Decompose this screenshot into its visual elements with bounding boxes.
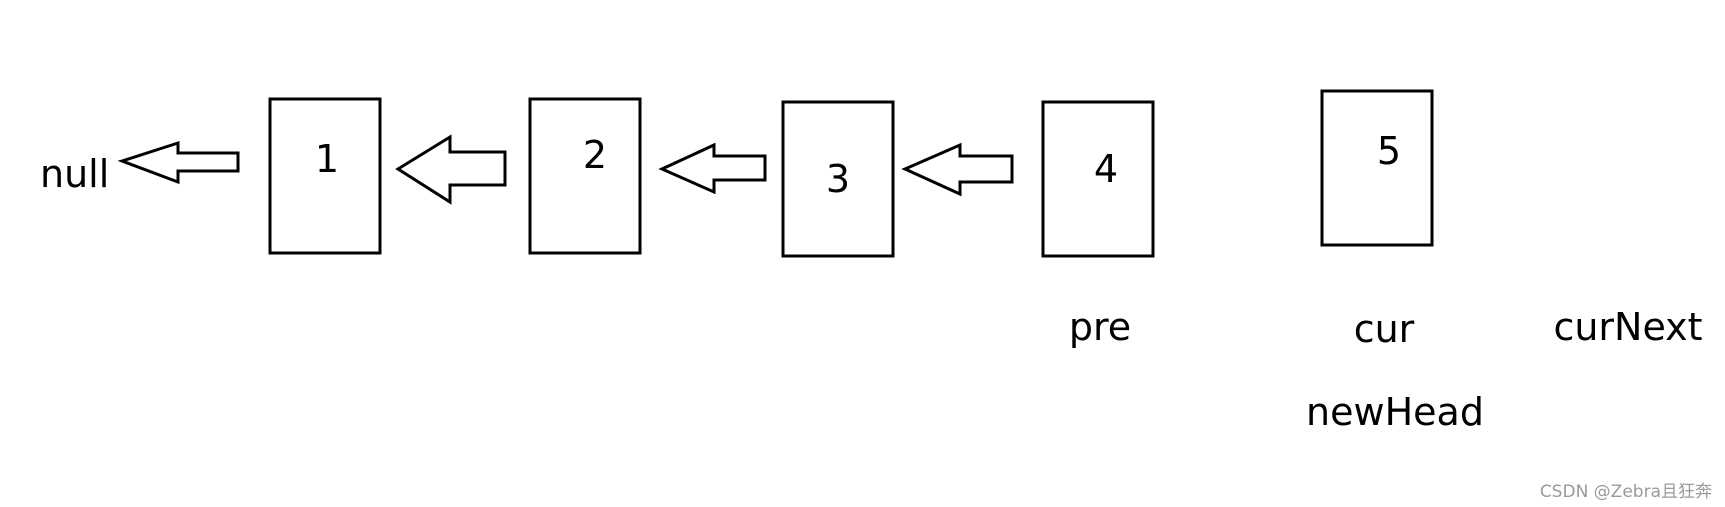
- new-head-label: newHead: [1306, 390, 1484, 434]
- node-4-value: 4: [1094, 147, 1118, 191]
- arrow-node4-to-node3: [901, 142, 1014, 197]
- node-3-value: 3: [826, 157, 850, 201]
- arrow-node2-to-node1: [395, 134, 507, 205]
- node-5: 5: [1320, 89, 1434, 247]
- node-2: 2: [528, 97, 642, 255]
- node-2-box: [528, 97, 642, 255]
- node-1: 1: [268, 97, 382, 255]
- node-5-box: [1320, 89, 1434, 247]
- node-2-value: 2: [583, 133, 607, 177]
- node-4-box: [1041, 100, 1155, 258]
- pre-label: pre: [1069, 305, 1131, 349]
- cur-label: cur: [1354, 307, 1415, 351]
- arrow-node1-to-null: [117, 140, 240, 185]
- cur-next-label: curNext: [1553, 305, 1702, 349]
- null-label: null: [40, 152, 109, 196]
- watermark-text: CSDN @Zebra且狂奔: [1540, 482, 1712, 502]
- node-3-box: [781, 100, 895, 258]
- node-1-value: 1: [315, 137, 339, 181]
- node-3: 3: [781, 100, 895, 258]
- node-4: 4: [1041, 100, 1155, 258]
- arrow-node3-to-node2: [658, 142, 767, 195]
- node-1-box: [268, 97, 382, 255]
- node-5-value: 5: [1377, 129, 1401, 173]
